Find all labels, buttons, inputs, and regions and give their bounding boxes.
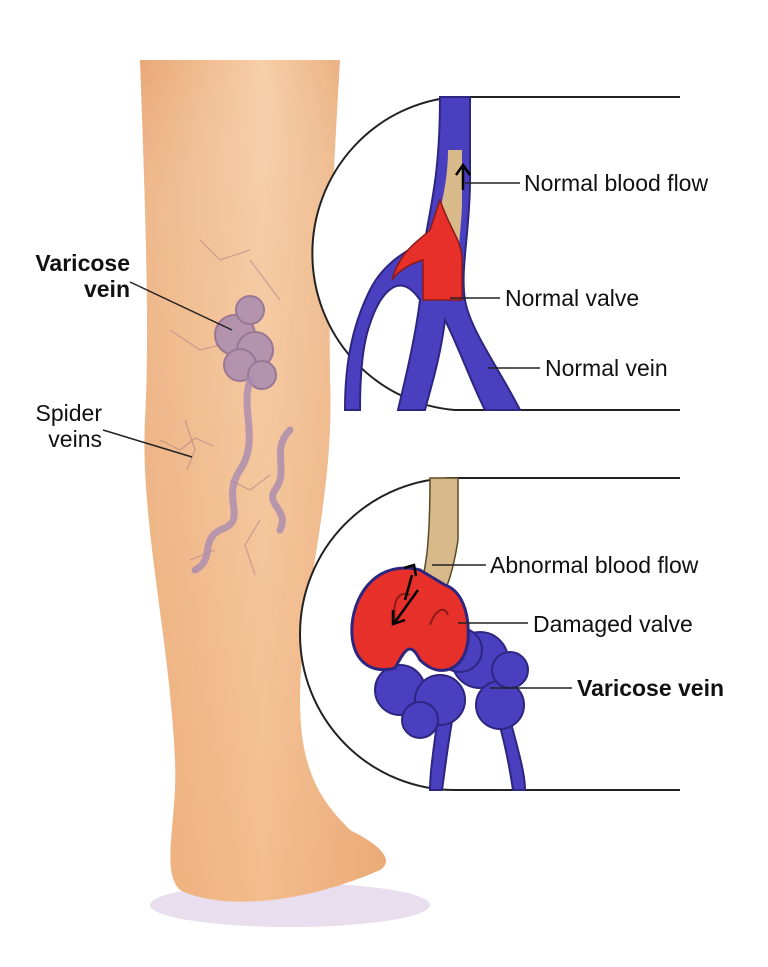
- spider-veins: [159, 239, 281, 576]
- label-normal-vein: Normal vein: [545, 355, 668, 381]
- label-line: Spider: [35, 400, 102, 426]
- label-normal-valve: Normal valve: [505, 285, 640, 311]
- label-abnormal-blood-flow: Abnormal blood flow: [490, 552, 699, 578]
- label-damaged-valve: Damaged valve: [533, 611, 693, 637]
- label-line: veins: [48, 426, 102, 452]
- label-line: vein: [83, 276, 130, 302]
- label-spider-veins: Spider veins: [10, 400, 102, 452]
- label-varicose-vein-inset: Varicose vein: [577, 675, 725, 701]
- varicose-vein-inset: [299, 477, 680, 791]
- varicose-vein-cluster: [214, 295, 277, 390]
- label-normal-blood-flow: Normal blood flow: [524, 170, 709, 196]
- label-varicose-vein-leg: Varicose vein: [20, 250, 130, 302]
- label-line: Varicose: [35, 250, 130, 276]
- leader-lines: [102, 182, 572, 689]
- normal-vein-inset: [311, 96, 680, 411]
